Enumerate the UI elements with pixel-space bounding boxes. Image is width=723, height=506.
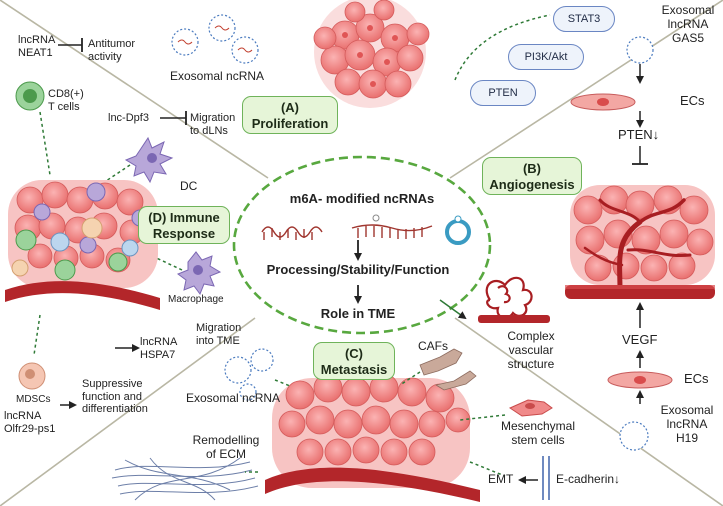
section-letter-c: (C) [344,346,364,361]
mesenchymal-label: Mesenchymal stem cells [500,419,576,448]
section-metastasis: (C) Metastasis [313,342,395,380]
h19-label: Exosomal lncRNA H19 [654,403,720,445]
section-angiogenesis: (B) Angiogenesis [482,157,582,195]
section-letter-b: (B) [522,161,542,176]
gas5-label: Exosomal lncRNA GAS5 [656,3,720,45]
pathway-pten: PTEN [470,80,536,106]
ecm-line1: Remodelling [192,433,260,447]
mdscs-label: MDSCs [16,394,51,405]
neat1-label: lncRNA NEAT1 [18,34,55,59]
h19-line2: lncRNA [666,416,708,431]
vascular-line2: vascular [508,342,554,357]
gas5-line2: lncRNA [667,16,709,31]
angio-tumor [565,185,715,299]
exosome-gas5 [626,36,654,64]
hspa7-line2: HSPA7 [140,348,176,361]
section-letter-a: (A) [280,100,300,115]
vascular-line3: structure [507,356,555,371]
dpf3-label: lnc-Dpf3 [108,112,149,124]
exosome-h19 [619,421,649,451]
migration-dln-line1: Migration [190,112,236,124]
suppressive-label: Suppressive function and differentiation [82,378,148,416]
exosome-icons-c [224,348,274,401]
cafs-label: CAFs [418,339,448,353]
ecm-line2: of ECM [205,446,246,461]
ecm-mesh [111,457,259,501]
dc-label: DC [180,179,198,193]
exosome-icons-a [171,14,259,64]
section-name-immune: Response [152,225,216,241]
center-step-processing: Processing/Stability/Function [266,262,450,277]
antitumor-line2: activity [88,50,122,63]
vascular-line1: Complex [507,329,555,343]
section-immune: (D) Immune Response [138,206,230,244]
macrophage-label: Macrophage [168,294,224,305]
ecs-label-top: ECs [680,93,705,108]
migration-tme-label: Migration into TME [196,322,241,347]
exosomal-ncrna-label-a: Exosomal ncRNA [170,69,265,83]
ecm-label: Remodelling of ECM [190,433,262,462]
proliferation-tumor [313,0,430,108]
ecadherin-icon [542,456,550,500]
center-title: m6A- modified ncRNAs [289,191,435,206]
exosomal-ncrna-label-c: Exosomal ncRNA [186,391,281,405]
caf-cells [419,348,477,391]
neat1-line2: NEAT1 [18,46,53,59]
migration-tme-line1: Migration [196,322,242,334]
pten-down-label: PTEN↓ [618,127,660,142]
mesenchymal-line1: Mesenchymal [500,419,576,433]
center-ellipse [232,155,492,335]
hspa7-label: lncRNA HSPA7 [140,336,177,361]
h19-line3: H19 [675,430,698,445]
macrophage-cell [176,251,222,296]
olfr-line1: lncRNA [4,410,42,422]
antitumor-line1: Antitumor [88,38,136,50]
olfr-line2: Olfr29-ps1 [4,422,56,435]
cd8-line1: CD8(+) [48,88,84,100]
dc-cell [124,136,174,184]
hspa7-line1: lncRNA [140,336,178,348]
olfr-label: lncRNA Olfr29-ps1 [4,410,55,435]
cd8-cell [15,81,45,111]
section-name-proliferation: Proliferation [251,115,329,131]
gas5-line1: Exosomal [661,3,715,17]
migration-dln-label: Migration to dLNs [190,112,235,137]
ecadherin-label: E-cadherin↓ [556,472,621,486]
antitumor-label: Antitumor activity [88,38,135,63]
ec-top [570,93,636,111]
suppressive-line3: differentiation [82,403,148,416]
immune-tumor [5,180,160,310]
section-name-angiogenesis: Angiogenesis [489,176,575,192]
section-letter-d: (D) Immune [148,210,220,225]
vascular-tangle [485,276,533,319]
vascular-structure-label: Complex vascular structure [488,329,574,371]
neat1-line1: lncRNA [18,34,56,46]
mdsc-cell [18,362,46,390]
pathway-pi3k-akt: PI3K/Akt [508,44,584,70]
mesenchymal-cell [508,399,553,417]
migration-dln-line2: to dLNs [190,124,228,137]
suppressive-line1: Suppressive [82,378,143,390]
rna-strands [261,224,433,240]
suppressive-line2: function and [82,390,142,403]
center-step-role: Role in TME [320,306,396,321]
metastasis-tumor [265,373,480,502]
mesenchymal-line2: stem cells [511,432,565,447]
section-proliferation: (A) Proliferation [242,96,338,134]
pathway-stat3: STAT3 [553,6,615,32]
gas5-line3: GAS5 [671,30,704,45]
migration-tme-line2: into TME [196,334,240,347]
cd8-line2: T cells [48,100,80,113]
vegf-label: VEGF [622,332,658,347]
h19-line1: Exosomal [660,403,714,417]
section-name-metastasis: Metastasis [320,361,388,377]
cd8-label: CD8(+) T cells [48,88,84,113]
ec-bottom [607,371,673,389]
ecs-label-bottom: ECs [684,371,709,386]
emt-label: EMT [488,472,514,486]
